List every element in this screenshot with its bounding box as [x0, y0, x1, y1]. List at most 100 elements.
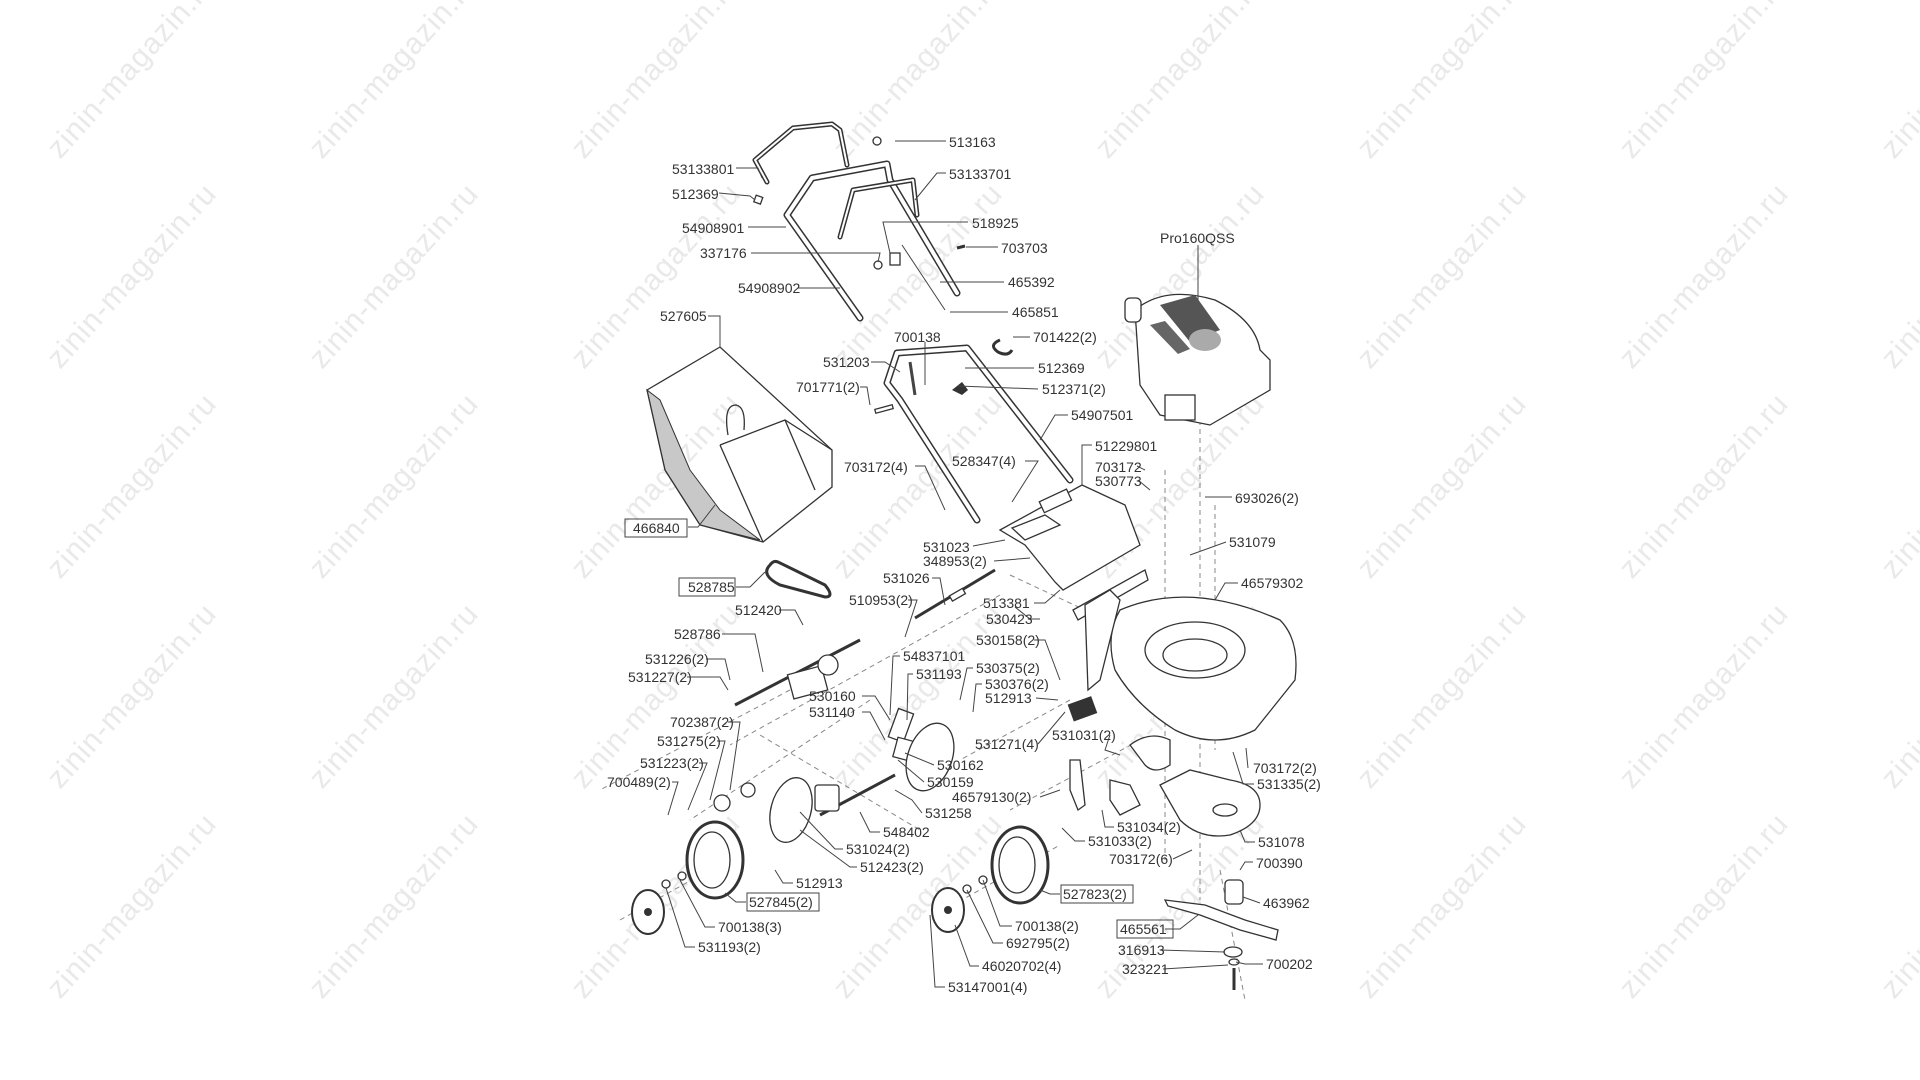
part-label[interactable]: 512913	[796, 875, 843, 891]
part-label[interactable]: 700138	[894, 329, 941, 345]
part-label[interactable]: 531271(4)	[975, 736, 1039, 752]
part-label[interactable]: 46579302	[1241, 575, 1304, 591]
part-label[interactable]: 527605	[660, 308, 707, 324]
part-label[interactable]: 316913	[1118, 942, 1165, 958]
part-label[interactable]: 700138(2)	[1015, 918, 1079, 934]
part-label[interactable]: 700390	[1256, 855, 1303, 871]
part-label[interactable]: 512369	[1038, 360, 1085, 376]
part-label[interactable]: 701422(2)	[1033, 329, 1097, 345]
part-label[interactable]: 528347(4)	[952, 453, 1016, 469]
part-label[interactable]: 51229801	[1095, 438, 1158, 454]
part-label[interactable]: 531034(2)	[1117, 819, 1181, 835]
part-label[interactable]: 530423	[986, 611, 1033, 627]
part-label[interactable]: 530159	[927, 774, 974, 790]
part-label[interactable]: 531024(2)	[846, 841, 910, 857]
part-label[interactable]: 512420	[735, 602, 782, 618]
part-label[interactable]: 465851	[1012, 304, 1059, 320]
part-label[interactable]: 465561	[1120, 921, 1167, 937]
part-label[interactable]: 528785	[688, 579, 735, 595]
part-label[interactable]: 54908902	[738, 280, 801, 296]
part-label[interactable]: 531275(2)	[657, 733, 721, 749]
part-label[interactable]: 512371(2)	[1042, 381, 1106, 397]
part-label[interactable]: 46579130(2)	[952, 789, 1031, 805]
watermark-text: zinin-magazin.ru	[41, 597, 224, 795]
watermark-text: zinin-magazin.ru	[41, 807, 224, 1005]
part-label[interactable]: 531203	[823, 354, 870, 370]
part-label[interactable]: 513163	[949, 134, 996, 150]
watermark-text: zinin-magazin.ru	[303, 177, 486, 375]
part-label[interactable]: 348953(2)	[923, 553, 987, 569]
part-label[interactable]: 531079	[1229, 534, 1276, 550]
part-label[interactable]: 530160	[809, 688, 856, 704]
part-label[interactable]: 531226(2)	[645, 651, 709, 667]
part-label[interactable]: 530375(2)	[976, 660, 1040, 676]
part-label[interactable]: 323221	[1122, 961, 1169, 977]
watermark-text: zinin-magazin.ru	[1875, 177, 1920, 375]
part-label[interactable]: 700138(3)	[718, 919, 782, 935]
part-label[interactable]: 531258	[925, 805, 972, 821]
part-label[interactable]: 466840	[633, 520, 680, 536]
part-label[interactable]: 531193(2)	[698, 939, 761, 955]
part-label[interactable]: 512369	[672, 186, 719, 202]
part-label[interactable]: 518925	[972, 215, 1019, 231]
part-label[interactable]: 530376(2)	[985, 676, 1049, 692]
watermark-text: zinin-magazin.ru	[41, 387, 224, 585]
part-label[interactable]: 463962	[1263, 895, 1310, 911]
part-label[interactable]: 513381	[983, 595, 1030, 611]
part-label[interactable]: 54907501	[1071, 407, 1134, 423]
leader-lines	[665, 140, 1263, 988]
bail-lever-53133801	[752, 121, 850, 185]
part-label[interactable]: 693026(2)	[1235, 490, 1299, 506]
part-label[interactable]: 46020702(4)	[982, 958, 1061, 974]
watermark-text: zinin-magazin.ru	[303, 807, 486, 1005]
watermark-text: zinin-magazin.ru	[1613, 807, 1796, 1005]
rear-wheel-527845	[631, 820, 745, 935]
part-label[interactable]: 548402	[883, 824, 930, 840]
part-label[interactable]: 528786	[674, 626, 721, 642]
part-label[interactable]: 703172(4)	[844, 459, 908, 475]
part-label[interactable]: 512423(2)	[860, 859, 924, 875]
part-label[interactable]: 54837101	[903, 648, 966, 664]
part-label[interactable]: 531026	[883, 570, 930, 586]
part-label[interactable]: 703172	[1095, 459, 1142, 475]
part-label[interactable]: 703172(6)	[1109, 851, 1173, 867]
drive-parts	[713, 559, 1171, 843]
part-label[interactable]: 531140	[809, 704, 855, 720]
engine-model-label: Pro160QSS	[1160, 230, 1235, 246]
part-label[interactable]: 703172(2)	[1253, 760, 1317, 776]
part-label[interactable]: 527845(2)	[749, 894, 813, 910]
part-label[interactable]: 703703	[1001, 240, 1048, 256]
part-label[interactable]: 53147001(4)	[948, 979, 1027, 995]
part-label[interactable]: 531078	[1258, 834, 1305, 850]
part-label[interactable]: 692795(2)	[1006, 935, 1070, 951]
part-label[interactable]: 531023	[923, 539, 970, 555]
blade-465561	[1163, 879, 1279, 990]
part-label[interactable]: 700489(2)	[607, 774, 671, 790]
part-label[interactable]: 527823(2)	[1063, 886, 1127, 902]
part-label[interactable]: 531335(2)	[1257, 776, 1321, 792]
part-label[interactable]: 512913	[985, 690, 1032, 706]
watermark-text: zinin-magazin.ru	[1875, 807, 1920, 1005]
cutter-housing-531078	[1159, 769, 1261, 837]
part-label[interactable]: 531033(2)	[1088, 833, 1152, 849]
part-label[interactable]: 531223(2)	[640, 755, 704, 771]
part-label[interactable]: 701771(2)	[796, 379, 860, 395]
upper-handle-54908901	[783, 160, 961, 322]
part-label[interactable]: 530773	[1095, 473, 1142, 489]
part-label[interactable]: 530162	[937, 757, 984, 773]
part-label[interactable]: 53133701	[949, 166, 1012, 182]
part-label[interactable]: 700202	[1266, 956, 1313, 972]
part-label[interactable]: 530158(2)	[976, 632, 1040, 648]
part-label[interactable]: 702387(2)	[670, 714, 734, 730]
part-label[interactable]: 531227(2)	[628, 669, 692, 685]
part-label[interactable]: 531193	[916, 666, 962, 682]
watermark-text: zinin-magazin.ru	[1351, 597, 1534, 795]
part-label[interactable]: 510953(2)	[849, 592, 913, 608]
part-label[interactable]: 54908901	[682, 220, 745, 236]
part-label[interactable]: 53133801	[672, 161, 735, 177]
part-label[interactable]: 337176	[700, 245, 747, 261]
part-label[interactable]: 465392	[1008, 274, 1055, 290]
part-label[interactable]: 531031(2)	[1052, 727, 1116, 743]
